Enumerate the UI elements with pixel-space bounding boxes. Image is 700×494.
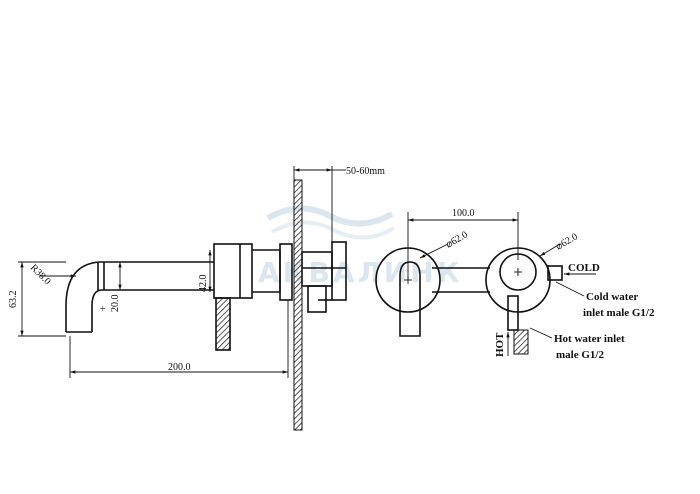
watermark-text: АКВАЛИНК <box>258 256 463 289</box>
cold-inlet-note-line1: Cold water <box>586 291 638 303</box>
hot-inlet-note-line2: male G1/2 <box>556 349 604 361</box>
dim-radius: R38.0 <box>28 262 53 287</box>
dim-left-diameter: ⌀62.0 <box>444 229 470 250</box>
mixer-body <box>213 243 253 299</box>
dim-wall-thickness: 50-60mm <box>346 166 385 177</box>
wall-section <box>293 179 303 431</box>
watermark-wave-icon <box>266 205 394 227</box>
side-view <box>65 179 347 431</box>
lever-handle <box>215 297 231 351</box>
dim-height: 63.2 <box>8 291 19 309</box>
dim-spout-length: 200.0 <box>168 362 191 373</box>
dim-body-diameter: 42.0 <box>198 275 209 293</box>
dim-right-diameter: ⌀62.0 <box>554 231 580 252</box>
spout-elbow <box>65 261 214 332</box>
center-mark: + <box>100 304 106 315</box>
cold-inlet-box <box>547 265 563 281</box>
cold-label: COLD <box>568 262 600 274</box>
wall-plate <box>279 243 293 301</box>
hot-inlet-note-line1: Hot water inlet <box>554 333 625 345</box>
front-lever <box>399 261 421 337</box>
watermark: АКВАЛИНК <box>258 205 463 289</box>
hot-label: HOT <box>494 332 506 357</box>
cold-inlet-note-line2: inlet male G1/2 <box>583 307 655 319</box>
hot-inlet-fitting <box>513 329 529 355</box>
dim-center-distance: 100.0 <box>452 208 475 219</box>
front-view <box>375 247 563 355</box>
dim-spout-offset: 20.0 <box>110 295 121 313</box>
